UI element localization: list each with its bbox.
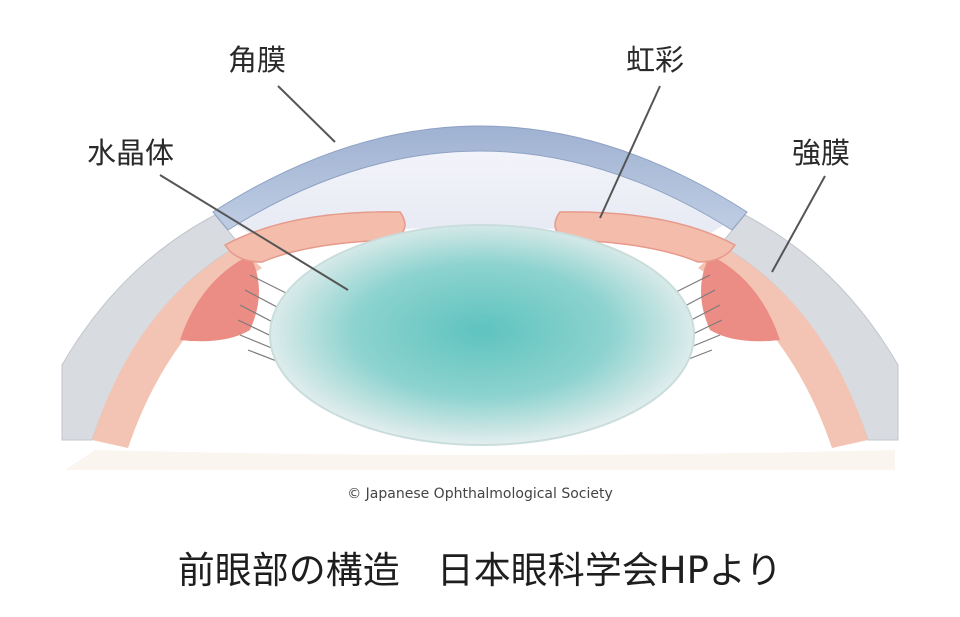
- leader-line-sclera: [771, 175, 826, 273]
- ciliary-body: [701, 255, 780, 342]
- copyright-text: © Japanese Ophthalmological Society: [347, 486, 613, 502]
- ciliary-body: [180, 255, 259, 342]
- eye-interior: [65, 450, 895, 470]
- label-iris: 虹彩: [626, 43, 684, 77]
- leader-line-iris: [599, 85, 661, 219]
- leader-line-lens: [159, 174, 349, 291]
- cornea: [212, 125, 748, 231]
- leader-line-cornea: [277, 85, 336, 143]
- lens: [269, 224, 695, 446]
- label-cornea: 角膜: [228, 43, 286, 77]
- label-lens: 水晶体: [87, 136, 174, 170]
- label-sclera: 強膜: [792, 136, 850, 170]
- caption: 前眼部の構造 日本眼科学会HPより: [178, 549, 782, 592]
